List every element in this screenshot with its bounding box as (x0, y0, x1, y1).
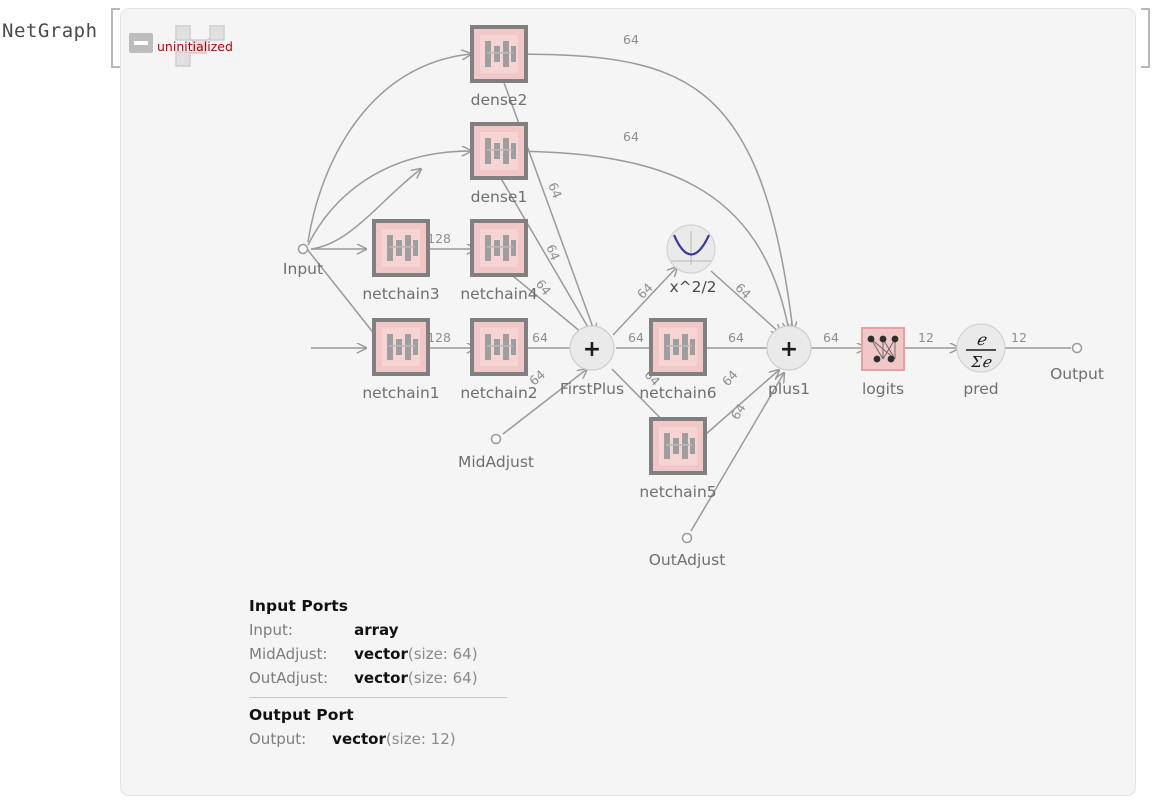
node-netchain3[interactable]: netchain3 (362, 219, 440, 303)
status-badge: uninitialized (157, 39, 233, 54)
svg-text:64: 64 (823, 330, 839, 345)
output-ports-table: Output: vector(size: 12) (249, 727, 456, 751)
table-row: Output: vector(size: 12) (249, 727, 456, 751)
output-ports-title: Output Port (249, 706, 354, 724)
port-name: OutAdjust: (249, 669, 329, 687)
close-bracket (1141, 8, 1150, 68)
node-squared-half[interactable]: x^2/2 (666, 224, 717, 296)
svg-text:64: 64 (623, 32, 639, 47)
graph-edges (306, 54, 1071, 532)
node-firstplus[interactable]: + FirstPlus (560, 325, 624, 398)
node-logits[interactable]: logits (861, 327, 905, 398)
svg-text:ℯ: ℯ (976, 330, 987, 349)
svg-text:12: 12 (918, 330, 934, 345)
svg-text:Input: Input (283, 260, 323, 278)
port-type: vector(size: 64) (354, 645, 478, 663)
svg-text:128: 128 (427, 231, 451, 246)
ports-summary: Input Ports Input: array MidAdjust: vect… (249, 597, 669, 751)
svg-text:64: 64 (728, 330, 744, 345)
open-bracket (111, 8, 120, 68)
svg-text:64: 64 (623, 129, 639, 144)
svg-text:12: 12 (1011, 330, 1027, 345)
svg-text:netchain4: netchain4 (460, 285, 537, 303)
svg-text:Output: Output (1050, 365, 1104, 383)
collapse-toggle-icon[interactable] (129, 33, 153, 53)
node-dense1[interactable]: dense1 (470, 122, 528, 206)
node-netchain5[interactable]: netchain5 (639, 417, 717, 501)
input-ports-table: Input: array MidAdjust: vector(size: 64)… (249, 618, 478, 690)
node-dense2[interactable]: dense2 (470, 25, 528, 109)
mini-network-icon (175, 25, 225, 67)
node-output[interactable]: Output (1050, 342, 1104, 384)
svg-text:dense2: dense2 (471, 91, 528, 109)
network-graph: 128 128 64 64 64 64 12 12 64 64 64 64 64… (283, 25, 1104, 570)
node-pred[interactable]: ℯ Σℯ pred (956, 323, 1006, 398)
svg-text:64: 64 (728, 401, 749, 422)
port-name: MidAdjust: (249, 645, 328, 663)
node-midadjust[interactable]: MidAdjust (458, 433, 534, 472)
svg-text:64: 64 (719, 367, 741, 389)
expression-head: NetGraph (2, 20, 98, 42)
svg-text:64: 64 (732, 280, 754, 302)
svg-text:MidAdjust: MidAdjust (458, 453, 534, 471)
svg-text:netchain6: netchain6 (639, 384, 716, 402)
svg-text:128: 128 (427, 330, 451, 345)
input-ports-title: Input Ports (249, 597, 349, 615)
svg-text:64: 64 (532, 330, 548, 345)
port-name: Output: (249, 730, 307, 748)
port-type: vector(size: 12) (332, 730, 456, 748)
svg-text:pred: pred (963, 380, 998, 398)
port-name: Input: (249, 621, 293, 639)
table-row: MidAdjust: vector(size: 64) (249, 642, 478, 666)
port-type: array (354, 621, 399, 639)
node-plus1[interactable]: + plus1 (766, 325, 812, 398)
ports-divider (249, 697, 507, 698)
svg-text:netchain3: netchain3 (362, 285, 439, 303)
svg-text:OutAdjust: OutAdjust (649, 551, 726, 569)
svg-text:FirstPlus: FirstPlus (560, 380, 624, 398)
svg-text:logits: logits (862, 380, 904, 398)
node-netchain2[interactable]: netchain2 (460, 318, 538, 402)
node-netchain4[interactable]: netchain4 (460, 219, 538, 303)
node-netchain6[interactable]: netchain6 (639, 318, 717, 402)
svg-text:64: 64 (634, 280, 656, 302)
node-netchain1[interactable]: netchain1 (362, 318, 440, 402)
svg-text:+: + (780, 337, 798, 362)
svg-text:+: + (583, 337, 601, 362)
table-row: Input: array (249, 618, 478, 642)
graph-nodes: Input netchain3 (283, 25, 1104, 570)
svg-text:64: 64 (628, 330, 644, 345)
table-row: OutAdjust: vector(size: 64) (249, 666, 478, 690)
svg-text:netchain2: netchain2 (460, 384, 537, 402)
svg-text:netchain5: netchain5 (639, 483, 716, 501)
svg-text:Σℯ: Σℯ (970, 353, 993, 371)
svg-text:dense1: dense1 (471, 188, 528, 206)
netgraph-panel: uninitialized (120, 8, 1136, 796)
node-outadjust[interactable]: OutAdjust (649, 532, 726, 570)
svg-text:plus1: plus1 (768, 380, 810, 398)
svg-text:x^2/2: x^2/2 (669, 278, 716, 296)
node-input[interactable]: Input (283, 243, 323, 279)
svg-text:64: 64 (543, 242, 563, 262)
svg-text:64: 64 (545, 180, 565, 200)
port-type: vector(size: 64) (354, 669, 478, 687)
svg-text:netchain1: netchain1 (362, 384, 439, 402)
